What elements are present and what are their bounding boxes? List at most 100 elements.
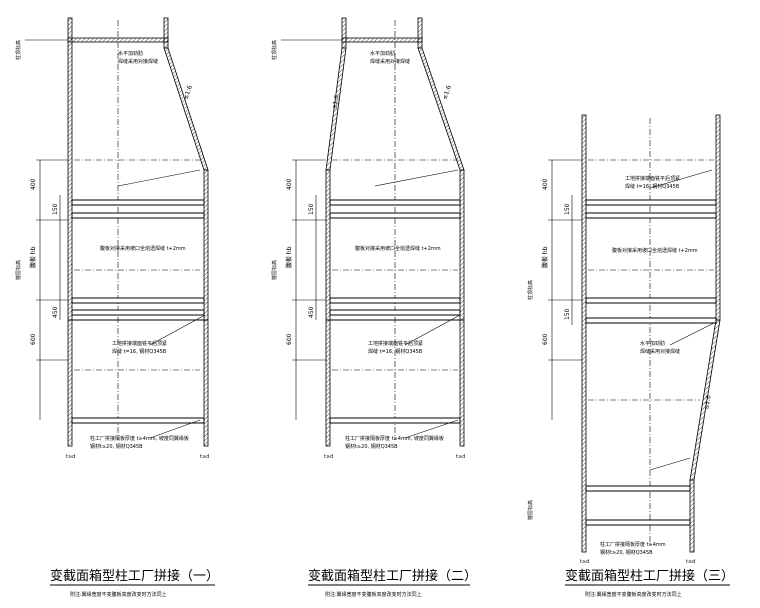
view-subtitle: 附注:翼缘宽度不变腹板高度改变时方法同上 — [325, 591, 422, 598]
note-5: 焊缝采用对接焊缝 — [640, 348, 680, 355]
note-3: 腹板对接采用坡口全熔透焊缝 t+2mm — [355, 245, 441, 252]
leader-line — [669, 321, 717, 346]
view-2: 400 腹板 hb 600 150 450 柱顶标高 楼层标高 ≤1:6 ≤1:… — [271, 17, 477, 598]
elevation-label: 柱顶标高 — [271, 40, 278, 60]
left-flange-bottom — [325, 169, 331, 447]
dim-mid: 腹板 hb — [541, 246, 549, 268]
note-3: 腹板对接采用坡口全熔透焊缝 t+2mm — [100, 245, 186, 252]
right-flange-bottom — [459, 169, 465, 447]
dim-top: 400 — [286, 178, 293, 190]
elevation-label: 柱顶标高 — [527, 280, 534, 300]
note-5: 焊缝 t=16, 钢材Q345B — [112, 348, 167, 355]
slope-label: ≤1:6 — [441, 84, 453, 100]
dim-bottom: 600 — [542, 333, 549, 345]
slope-label: ≤1:6 — [182, 84, 194, 100]
diaphragm-1 — [585, 199, 717, 206]
diaphragm-5 — [329, 417, 461, 424]
note-3: 腹板对接采用坡口全熔透焊缝 t+2mm — [612, 247, 698, 254]
leader-line — [149, 314, 206, 346]
diaphragm-2 — [71, 212, 205, 219]
right-flange-top — [715, 114, 721, 321]
base-dim: t≥d — [580, 559, 589, 565]
left-flange — [581, 114, 587, 553]
right-flange-top — [163, 17, 169, 49]
right-flange-bottom — [203, 169, 209, 447]
top-diaphragm — [341, 37, 423, 43]
diaphragm-4 — [329, 309, 461, 316]
base-dim: t≥d — [200, 454, 209, 460]
leader-line — [649, 457, 691, 471]
dim-bottom: 600 — [30, 333, 37, 345]
note-1: 水平加劲肋 — [118, 50, 143, 57]
dim-top: 400 — [542, 178, 549, 190]
elevation-label: 楼层标高 — [15, 260, 22, 280]
base-dim: t≥d — [686, 559, 695, 565]
diaphragm-4 — [585, 317, 717, 324]
elevation-label: 楼层标高 — [271, 260, 278, 280]
right-flange-top — [417, 17, 423, 49]
dim-gap2: 450 — [308, 306, 315, 318]
view-3: 400 腹板 hb 600 150 150 柱顶标高 楼层标高 ≤1:6 工地拼… — [527, 114, 734, 598]
view-1: 400 腹板 hb 600 150 450 柱顶标高 楼层标高 ≤1:6 水平加… — [15, 17, 219, 598]
note-7: 钢材t≥20, 钢材Q345B — [90, 443, 143, 450]
leader-line — [404, 419, 459, 439]
base-dim: t≥d — [66, 454, 75, 460]
note-5: 焊缝 t=16, 钢材Q345B — [368, 348, 423, 355]
elevation-label: 楼层标高 — [527, 500, 534, 520]
dim-bottom: 600 — [286, 333, 293, 345]
slope-label: ≤1:6 — [703, 394, 712, 410]
slope-label: ≤1:6 — [331, 94, 340, 110]
note-6: 柱工厂拼接隔板厚度 t≥4mm, 坡度同翼缘板 — [345, 435, 444, 442]
sloped-flange — [163, 47, 209, 171]
diaphragm-1 — [329, 199, 461, 206]
note-1: 水平加劲肋 — [370, 50, 395, 57]
sloped-flange-right — [417, 47, 465, 171]
note-7: 钢材t≥20, 钢材Q345B — [600, 549, 653, 556]
diaphragm-2 — [585, 212, 717, 219]
left-flange-top — [341, 17, 347, 49]
diaphragm-3 — [329, 297, 461, 304]
view-subtitle: 附注:翼缘宽度不变腹板高度改变时方法同上 — [70, 591, 167, 598]
diaphragm-1 — [71, 199, 205, 206]
diaphragm-4 — [71, 309, 205, 316]
right-flange-bottom — [689, 479, 695, 553]
diaphragm-5 — [585, 485, 691, 492]
view-title: 变截面箱型柱工厂拼接（二） — [308, 568, 477, 584]
dim-mid: 腹板 hb — [285, 246, 293, 268]
note-4: 工地拼接端面铣平后顶紧 — [368, 340, 423, 347]
leader-line — [117, 169, 201, 187]
dim-gap1: 150 — [564, 203, 571, 215]
dim-gap1: 150 — [308, 203, 315, 215]
view-title: 变截面箱型柱工厂拼接（一） — [50, 568, 219, 584]
note-6: 柱工厂拼接隔板厚度 t≥4mm — [600, 541, 666, 548]
diaphragm-5 — [71, 417, 205, 424]
leader-line — [374, 169, 459, 187]
note-4: 水平加劲肋 — [640, 340, 665, 347]
elevation-label: 柱顶标高 — [15, 40, 22, 60]
leader-line — [649, 169, 713, 189]
dim-gap1: 150 — [52, 203, 59, 215]
note-1: 工地拼接端面铣平后顶紧 — [625, 175, 680, 182]
note-4: 工地拼接端面铣平后顶紧 — [112, 340, 167, 347]
dim-top: 400 — [30, 178, 37, 190]
leader-line — [404, 314, 461, 346]
note-2: 焊缝 t=16, 钢材Q345B — [625, 183, 680, 190]
left-flange — [67, 17, 73, 447]
view-title: 变截面箱型柱工厂拼接（三） — [565, 568, 734, 584]
diaphragm-6 — [585, 519, 691, 526]
dim-gap2: 150 — [564, 308, 571, 320]
leader-line — [149, 419, 201, 439]
diaphragm-3 — [585, 297, 717, 304]
dim-mid: 腹板 hb — [29, 246, 37, 268]
note-2: 焊缝采用对接焊缝 — [118, 58, 158, 65]
diaphragm-2 — [329, 212, 461, 219]
note-7: 钢材t≥20, 钢材Q345B — [345, 443, 398, 450]
view-subtitle: 附注:翼缘宽度不变腹板高度改变时方法同上 — [585, 591, 682, 598]
base-dim: t≥d — [456, 454, 465, 460]
diaphragm-3 — [71, 297, 205, 304]
note-2: 焊缝采用对接焊缝 — [370, 58, 410, 65]
dim-gap2: 450 — [52, 306, 59, 318]
base-dim: t≥d — [324, 454, 333, 460]
note-6: 柱工厂拼接隔板厚度 t≥4mm, 坡度同翼缘板 — [90, 435, 189, 442]
